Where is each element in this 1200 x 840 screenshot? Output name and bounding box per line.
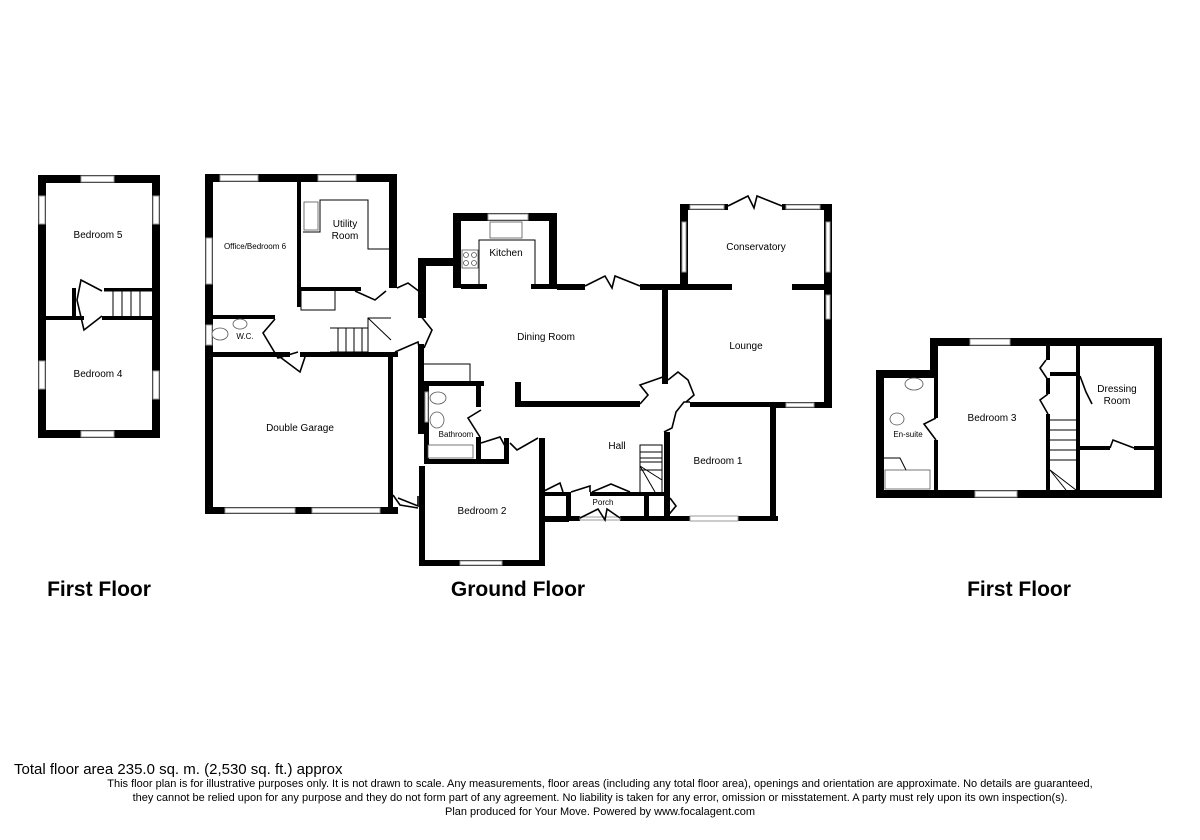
floor-title-first-floor-right: First Floor bbox=[967, 578, 1071, 601]
first-floor-left-plan bbox=[38, 175, 160, 438]
room-label-porch: Porch bbox=[592, 498, 614, 507]
room-label-bedroom-3: Bedroom 3 bbox=[967, 413, 1017, 424]
floor-title-ground-floor: Ground Floor bbox=[450, 578, 586, 601]
first-floor-right-plan bbox=[876, 338, 1162, 498]
room-label-double-garage: Double Garage bbox=[266, 423, 334, 434]
total-floor-area: Total floor area 235.0 sq. m. (2,530 sq.… bbox=[14, 761, 343, 778]
room-label-conservatory: Conservatory bbox=[726, 242, 786, 253]
room-label-hall: Hall bbox=[608, 441, 626, 452]
room-label-bedroom-1: Bedroom 1 bbox=[693, 456, 743, 467]
ground-floor-plan bbox=[205, 174, 832, 566]
floor-title-first-floor-left: First Floor bbox=[47, 578, 151, 601]
room-label-office-bedroom-6: Office/Bedroom 6 bbox=[223, 242, 287, 251]
room-label-lounge: Lounge bbox=[729, 341, 763, 352]
disclaimer-line-2: they cannot be relied upon for any purpo… bbox=[132, 792, 1068, 804]
room-label-bedroom-4: Bedroom 4 bbox=[73, 369, 123, 380]
room-label-wc: W.C. bbox=[236, 332, 254, 341]
room-label-kitchen: Kitchen bbox=[489, 248, 523, 259]
room-label-bedroom-5: Bedroom 5 bbox=[73, 230, 123, 241]
disclaimer-line-1: This floor plan is for illustrative purp… bbox=[107, 778, 1093, 790]
room-label-dining-room: Dining Room bbox=[517, 332, 575, 343]
disclaimer-line-3: Plan produced for Your Move. Powered by … bbox=[444, 806, 755, 818]
room-label-bedroom-2: Bedroom 2 bbox=[457, 506, 507, 517]
room-label-utility-room: Utility Room bbox=[331, 219, 359, 242]
room-label-en-suite: En-suite bbox=[893, 430, 923, 439]
room-label-bathroom: Bathroom bbox=[438, 430, 474, 439]
room-label-dressing-room: Dressing Room bbox=[1097, 384, 1137, 407]
